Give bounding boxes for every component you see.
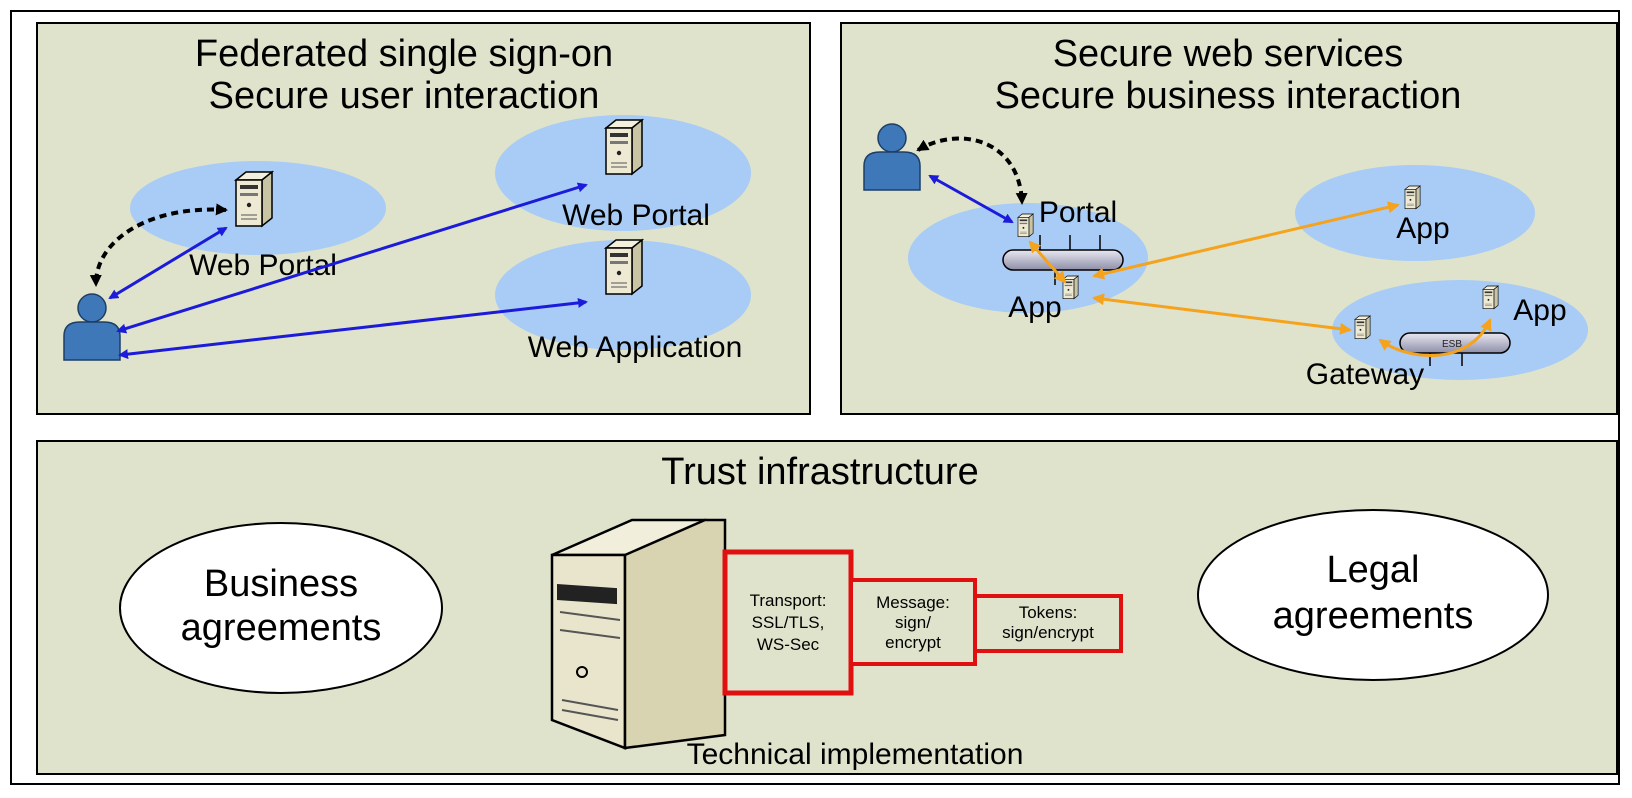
web-application-label: Web Application <box>528 331 743 364</box>
web-portal-label: Web Portal <box>189 249 337 282</box>
tokens-security-box <box>973 594 1123 653</box>
technical-server-icon <box>550 518 727 750</box>
sws-user-icon <box>863 123 921 191</box>
business-agreements-line1: Business <box>204 563 358 605</box>
gateway-label: Gateway <box>1306 358 1424 391</box>
app-gateway-arrow <box>1092 293 1352 335</box>
legal-agreements-oval <box>1197 509 1549 681</box>
business-agreements-oval <box>119 522 443 694</box>
portal-app-arrow <box>1028 240 1067 284</box>
portal-server-icon <box>1017 213 1034 237</box>
tokens-line2: sign/encrypt <box>1002 623 1094 642</box>
sso-user-icon <box>63 293 121 361</box>
app-server-icon <box>1062 275 1079 299</box>
message-line1: Message: <box>876 593 950 612</box>
sso-user-webapp-arrow <box>118 297 588 360</box>
web-application-server-icon <box>605 239 643 295</box>
legal-agreements-line1: Legal <box>1327 549 1420 591</box>
app-top-server-icon <box>1404 185 1421 209</box>
business-agreements-line2: agreements <box>181 607 382 649</box>
sws-title-line1: Secure web services <box>1053 33 1404 75</box>
sws-user-portal-arrow <box>928 174 1014 224</box>
web-portal-right-label: Web Portal <box>562 199 710 232</box>
app-top-label: App <box>1396 212 1449 245</box>
app-app-top-arrow <box>1092 201 1400 280</box>
message-line2: sign/ <box>895 613 931 632</box>
transport-line1: Transport: <box>750 591 827 610</box>
portal-label: Portal <box>1039 196 1117 229</box>
gateway-server-icon <box>1354 315 1371 339</box>
app-esb-server-icon <box>1482 285 1499 309</box>
sso-title-line2: Secure user interaction <box>209 75 600 117</box>
sws-title-line2: Secure business interaction <box>995 75 1462 117</box>
gateway-esb-app-arrow <box>1378 318 1492 357</box>
tokens-line1: Tokens: <box>1019 603 1078 622</box>
sws-session-arrow <box>916 136 1028 205</box>
portal-bus <box>1002 249 1124 271</box>
sso-title-line1: Federated single sign-on <box>195 33 613 75</box>
esb-label: ESB <box>1442 339 1462 350</box>
technical-implementation-label: Technical implementation <box>687 738 1024 771</box>
transport-line3: WS-Sec <box>757 635 820 654</box>
trust-title: Trust infrastructure <box>661 451 978 493</box>
web-portal-server-icon <box>235 171 273 227</box>
web-portal-right-server-icon <box>605 119 643 175</box>
transport-line2: SSL/TLS, <box>752 613 825 632</box>
message-line3: encrypt <box>885 633 941 652</box>
app-label: App <box>1008 291 1061 324</box>
message-security-box <box>849 578 977 666</box>
legal-agreements-line2: agreements <box>1273 595 1474 637</box>
app-esb-label: App <box>1513 294 1566 327</box>
